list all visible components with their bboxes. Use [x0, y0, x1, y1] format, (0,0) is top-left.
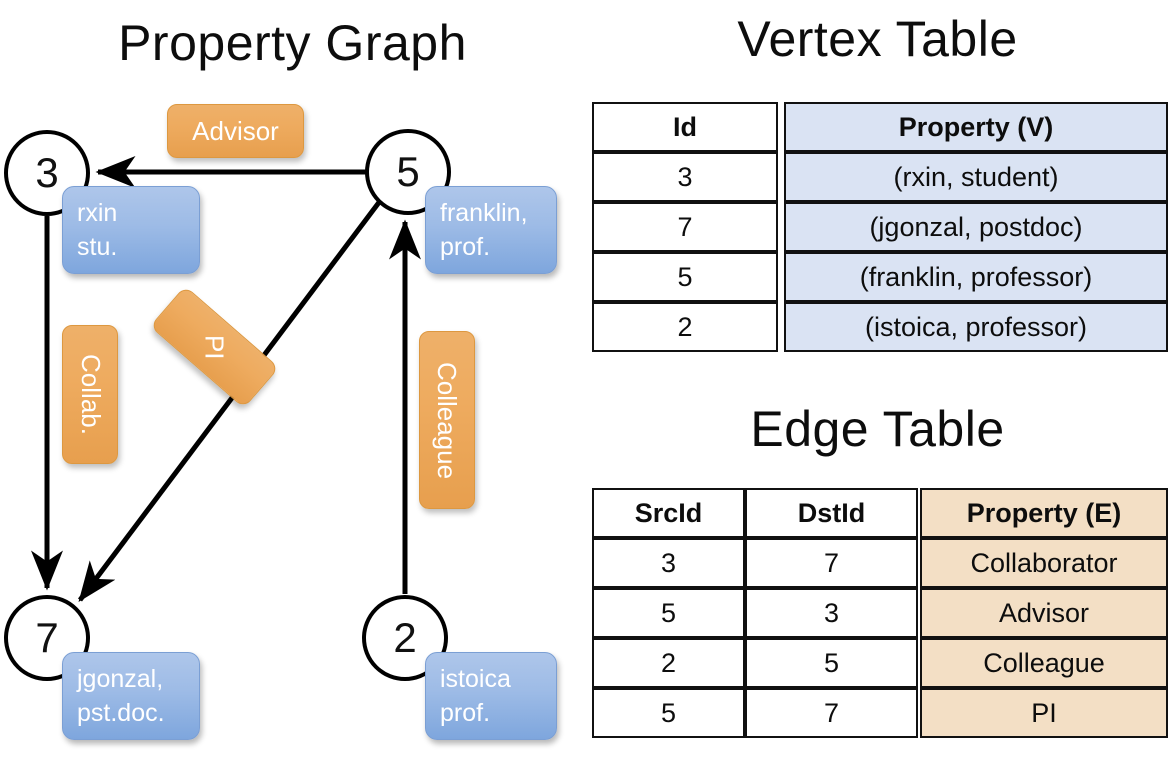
- vertex-property-box-3: rxin stu.: [62, 186, 200, 274]
- vertex-property-line-1: jgonzal,: [77, 665, 164, 693]
- edge-label-text: Colleague: [432, 361, 463, 479]
- vertex-property-line-2: stu.: [77, 232, 118, 261]
- edge-label-collab: Collab.: [62, 325, 118, 464]
- column-header-property-v: Property (V): [784, 102, 1168, 152]
- edge-label-colleague: Colleague: [419, 331, 475, 509]
- cell-property: Colleague: [920, 638, 1168, 688]
- vertex-property-line-2: prof.: [440, 698, 491, 727]
- table-row[interactable]: 5 7 PI: [592, 688, 1168, 738]
- cell-property: PI: [920, 688, 1168, 738]
- cell-srcid: 5: [592, 588, 745, 638]
- cell-property: (rxin, student): [784, 152, 1168, 202]
- cell-srcid: 2: [592, 638, 745, 688]
- vertex-node-5[interactable]: 5: [365, 129, 451, 215]
- cell-srcid: 5: [592, 688, 745, 738]
- cell-dstid: 7: [745, 688, 918, 738]
- graph-edges-svg: [31, 156, 421, 602]
- vertex-property-box-7: jgonzal, pst.doc.: [62, 652, 200, 740]
- table-row[interactable]: 2 5 Colleague: [592, 638, 1168, 688]
- cell-property: Advisor: [920, 588, 1168, 638]
- edge-5-to-7: [78, 199, 382, 602]
- vertex-id-label: 2: [393, 614, 417, 661]
- vertex-property-line-1: rxin: [77, 199, 118, 227]
- edge-label-text: PI: [199, 334, 230, 360]
- vertex-property-line-1: franklin,: [440, 199, 528, 227]
- cell-dstid: 5: [745, 638, 918, 688]
- cell-id: 7: [592, 202, 778, 252]
- table-row[interactable]: 7 (jgonzal, postdoc): [592, 202, 1168, 252]
- cell-id: 3: [592, 152, 778, 202]
- edge-table: SrcId DstId Property (E) 3 7 Collaborato…: [592, 488, 1168, 738]
- cell-dstid: 3: [745, 588, 918, 638]
- page-title-vertex-table: Vertex Table: [737, 11, 1018, 67]
- column-header-id: Id: [592, 102, 778, 152]
- edge-label-text: Collab.: [75, 354, 106, 435]
- vertex-property-line-2: prof.: [440, 232, 491, 261]
- page-title-edge-table: Edge Table: [750, 401, 1005, 457]
- vertex-property-line-2: pst.doc.: [77, 698, 165, 727]
- vertex-id-label: 3: [35, 149, 59, 196]
- vertex-property-box-5: franklin, prof.: [425, 186, 557, 274]
- edge-label-advisor: Advisor: [167, 104, 304, 158]
- vertex-node-2[interactable]: 2: [362, 595, 448, 681]
- property-graph-panel: Property Graph 3 5 7 2 rxin stu. frankli…: [4, 15, 557, 740]
- cell-id: 2: [592, 302, 778, 352]
- cell-srcid: 3: [592, 538, 745, 588]
- cell-property: (franklin, professor): [784, 252, 1168, 302]
- column-header-property-e: Property (E): [920, 488, 1168, 538]
- cell-property: (jgonzal, postdoc): [784, 202, 1168, 252]
- table-header-row: SrcId DstId Property (E): [592, 488, 1168, 538]
- table-header-row: Id Property (V): [592, 102, 1168, 152]
- vertex-id-label: 5: [396, 148, 420, 195]
- vertex-property-box-2: istoica prof.: [425, 652, 557, 740]
- column-header-dstid: DstId: [745, 488, 918, 538]
- vertex-id-label: 7: [35, 614, 59, 661]
- table-row[interactable]: 3 7 Collaborator: [592, 538, 1168, 588]
- cell-dstid: 7: [745, 538, 918, 588]
- table-row[interactable]: 2 (istoica, professor): [592, 302, 1168, 352]
- table-row[interactable]: 5 3 Advisor: [592, 588, 1168, 638]
- vertex-table: Id Property (V) 3 (rxin, student) 7 (jgo…: [592, 102, 1168, 352]
- page-title-property-graph: Property Graph: [118, 15, 467, 71]
- edge-label-text: Advisor: [192, 115, 279, 146]
- vertex-property-line-1: istoica: [440, 665, 511, 693]
- table-row[interactable]: 5 (franklin, professor): [592, 252, 1168, 302]
- column-header-srcid: SrcId: [592, 488, 745, 538]
- cell-id: 5: [592, 252, 778, 302]
- table-row[interactable]: 3 (rxin, student): [592, 152, 1168, 202]
- cell-property: (istoica, professor): [784, 302, 1168, 352]
- cell-property: Collaborator: [920, 538, 1168, 588]
